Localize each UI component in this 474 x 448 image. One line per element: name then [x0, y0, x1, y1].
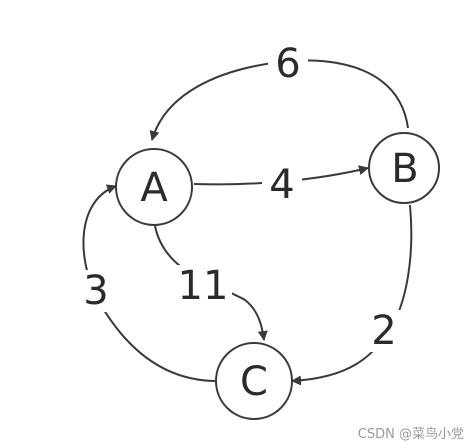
- node-c-label: C: [240, 359, 268, 405]
- edge-weight-a-to-c: 11: [178, 263, 229, 309]
- edge-label-bg: [268, 44, 308, 84]
- edge-b-to-c: [291, 204, 413, 386]
- edge-weight-c-to-a: 3: [83, 268, 108, 314]
- node-b-circle: [368, 132, 440, 204]
- node-b: B: [368, 132, 440, 204]
- edge-weight-a-to-b: 4: [269, 162, 294, 208]
- node-b-label: B: [391, 146, 418, 192]
- edge-label-bg: [172, 265, 232, 307]
- edge-weight-b-to-a: 6: [275, 41, 300, 87]
- watermark-text: CSDN @菜鸟小党: [357, 427, 464, 442]
- node-a: A: [115, 148, 193, 226]
- edge-weight-b-to-c: 2: [371, 308, 396, 354]
- node-a-label: A: [140, 165, 168, 211]
- node-a-circle: [115, 148, 193, 226]
- node-c: C: [215, 342, 293, 420]
- node-c-circle: [215, 342, 293, 420]
- edge-a-to-c: [154, 225, 268, 341]
- edge-label-bg: [76, 270, 116, 312]
- edge-label-bg: [262, 165, 302, 205]
- edge-label-bg: [364, 310, 404, 352]
